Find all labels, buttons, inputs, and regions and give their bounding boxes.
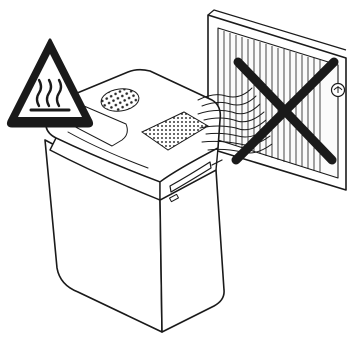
thermostat-knob-icon: [332, 84, 345, 97]
hot-surface-warning-icon: [8, 40, 91, 126]
